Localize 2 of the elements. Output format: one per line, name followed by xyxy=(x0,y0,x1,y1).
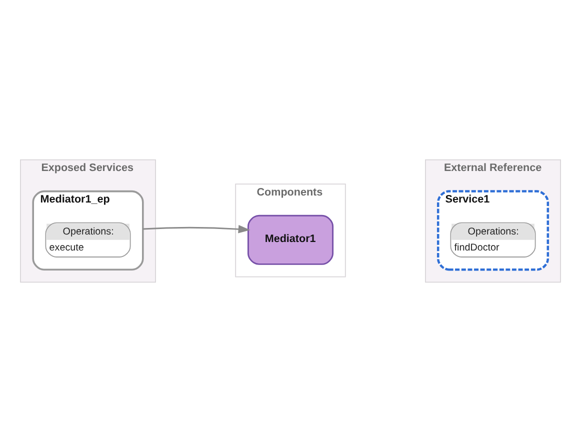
node-box: Mediator1 xyxy=(247,214,334,264)
arrow xyxy=(142,224,250,233)
